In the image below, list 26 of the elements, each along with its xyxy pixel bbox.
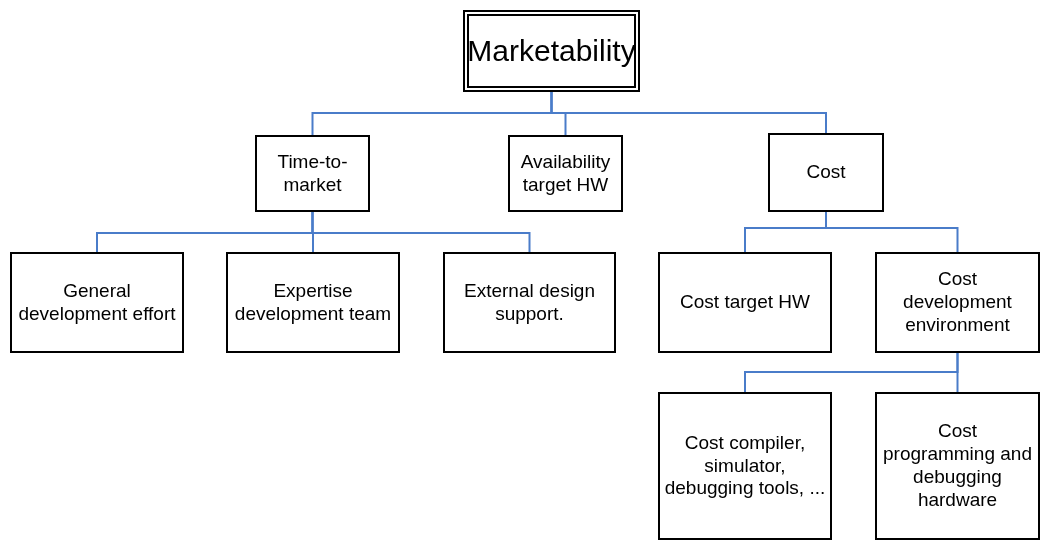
box-label: Time-to-market xyxy=(276,150,349,197)
category-box xyxy=(508,135,623,212)
box-label: Cost development environment xyxy=(902,268,1013,337)
box-label: Expertise development team xyxy=(233,279,393,326)
box-label: Cost compiler, simulator, debugging tools, ... xyxy=(664,431,826,501)
connector-line xyxy=(956,352,959,393)
category-box xyxy=(658,252,832,353)
category-box xyxy=(10,252,184,353)
category-box xyxy=(443,252,616,353)
category-box xyxy=(255,135,370,212)
connector-line xyxy=(825,211,959,253)
box-label: Cost target HW xyxy=(680,291,810,314)
category-box xyxy=(768,133,884,212)
category-box xyxy=(875,252,1040,353)
box-label: Cost xyxy=(806,161,846,184)
box-label: External design support. xyxy=(463,279,596,326)
box-label: Cost programming and debugging hardware xyxy=(882,420,1033,512)
connector-line xyxy=(550,91,827,134)
box-label: General development effort xyxy=(17,279,177,326)
box-label: Marketability xyxy=(467,33,636,69)
box-label: Availability target HW xyxy=(519,150,612,197)
connector-line xyxy=(311,211,531,253)
root-box xyxy=(463,10,640,92)
category-box xyxy=(226,252,400,353)
category-box xyxy=(658,392,832,540)
category-box xyxy=(875,392,1040,540)
